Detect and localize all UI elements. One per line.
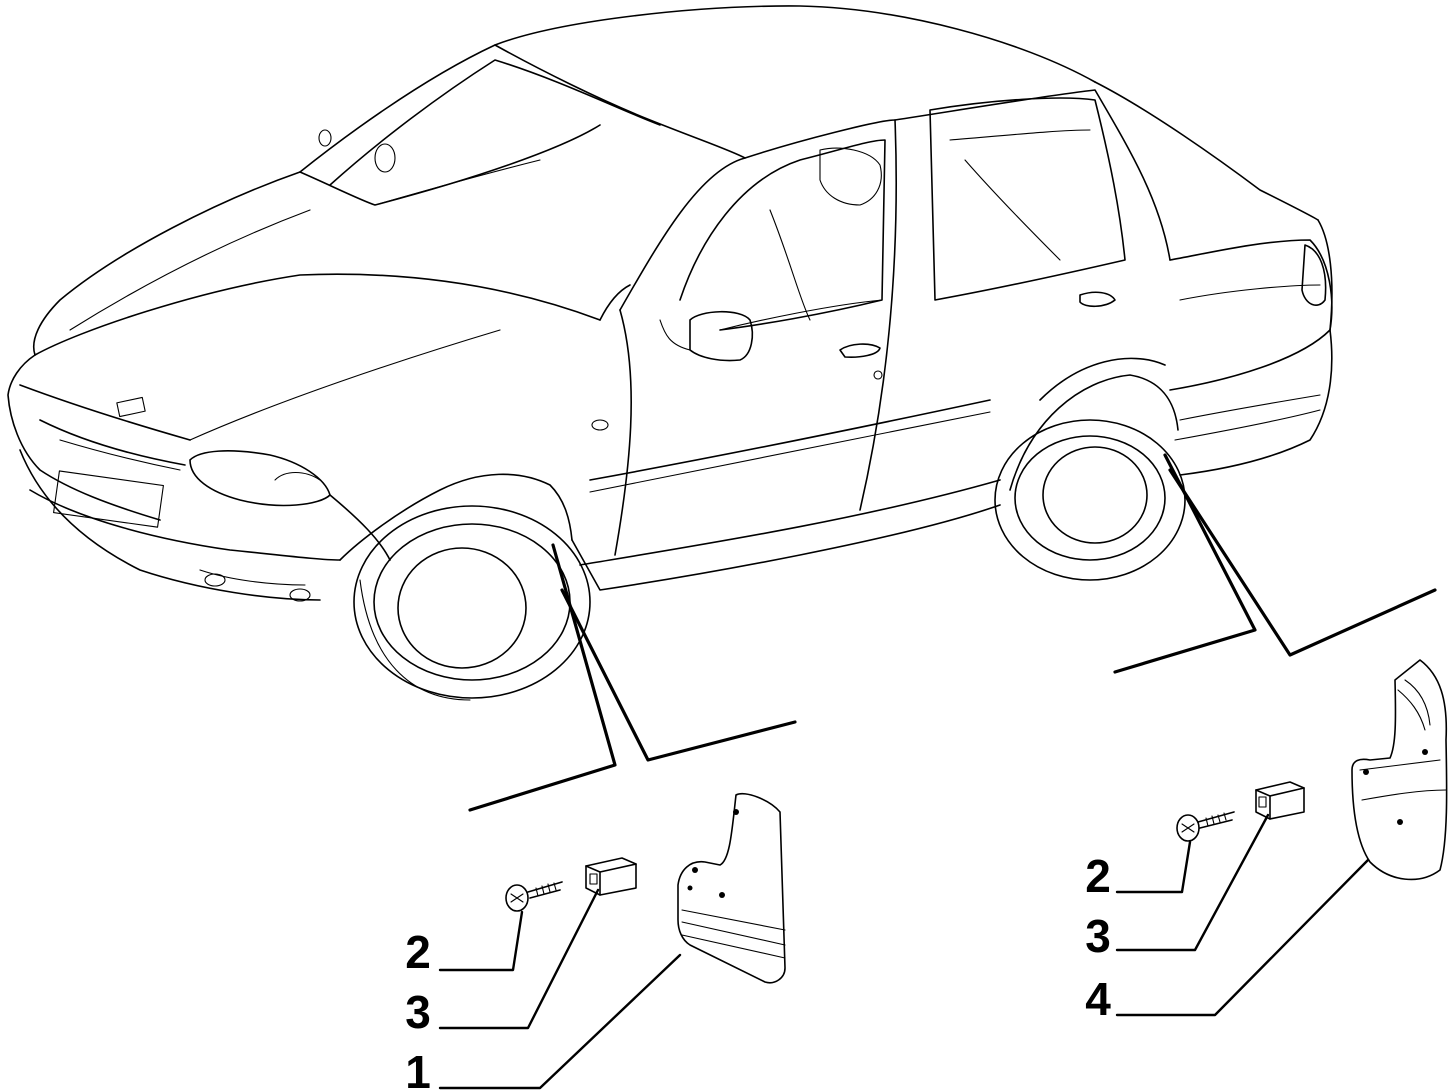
clip-nut-icon xyxy=(585,857,637,896)
callout-rear-clip: 3 xyxy=(1085,910,1111,962)
callout-front-screw: 2 xyxy=(405,926,431,978)
screw-icon xyxy=(1176,811,1235,842)
callout-front-clip: 3 xyxy=(405,986,431,1038)
callout-rear-flap: 4 xyxy=(1085,973,1111,1025)
leader-rear-a xyxy=(1113,453,1257,674)
front-mud-flap-icon xyxy=(677,793,786,984)
callout-front-flap: 1 xyxy=(405,1046,431,1091)
leader-front-a xyxy=(468,543,617,812)
car-illustration xyxy=(7,5,1333,701)
rear-mud-flap-icon xyxy=(1351,659,1448,881)
screw-icon xyxy=(505,881,563,912)
rear-parts-group xyxy=(1176,659,1448,881)
leader-rear-b xyxy=(1168,468,1437,657)
front-parts-group xyxy=(505,793,786,984)
leader-front-b xyxy=(560,588,797,762)
callout-rear-screw: 2 xyxy=(1085,850,1111,902)
clip-nut-icon xyxy=(1255,781,1305,820)
leader-lines xyxy=(468,453,1437,812)
callout-numbers: 2 3 1 2 3 4 xyxy=(405,850,1111,1091)
callout-lines xyxy=(438,813,1370,1090)
